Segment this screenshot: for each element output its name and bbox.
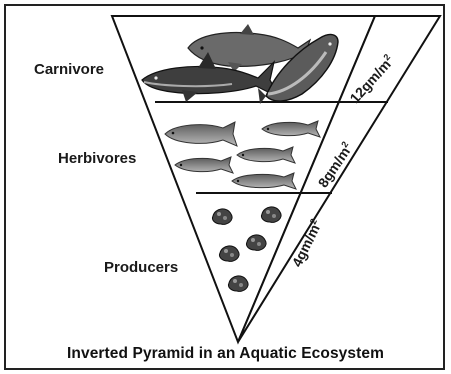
figure-caption: Inverted Pyramid in an Aquatic Ecosystem	[0, 345, 451, 363]
phytoplankton-icon	[212, 209, 232, 224]
level-label-herbivores: Herbivores	[58, 150, 136, 167]
level-label-carnivore: Carnivore	[34, 61, 104, 78]
phytoplankton-icon	[228, 276, 248, 291]
phytoplankton-icon	[219, 246, 239, 261]
phytoplankton-icon	[246, 235, 266, 250]
level-label-producers: Producers	[104, 259, 178, 276]
phytoplankton-icon	[261, 207, 281, 222]
